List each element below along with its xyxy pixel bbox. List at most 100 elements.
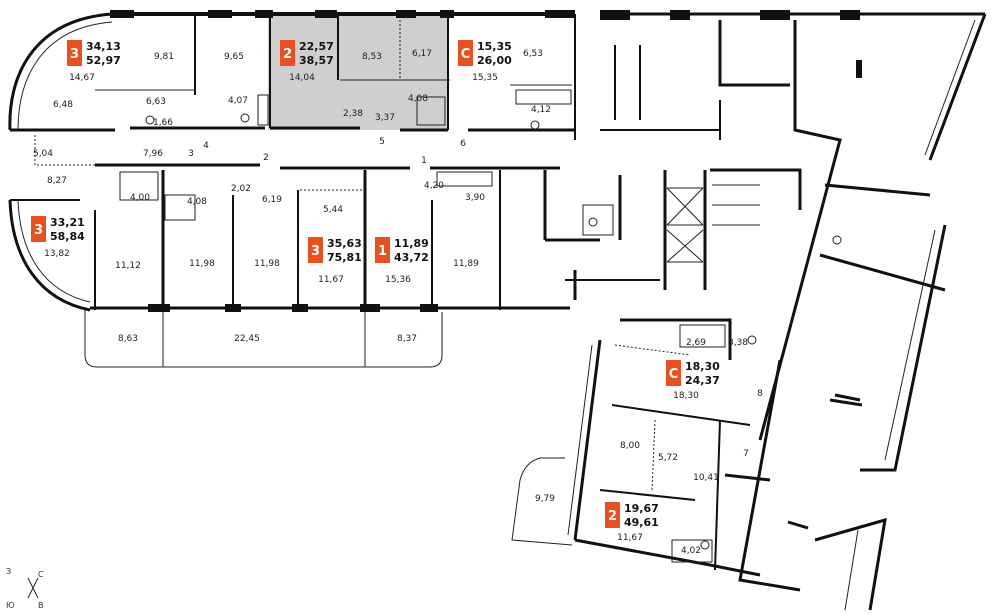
room-area-label: 15,36 <box>385 275 411 285</box>
room-area-label: 8,27 <box>47 176 67 186</box>
room-area-label: 5,04 <box>33 149 53 159</box>
highlighted-apartment <box>268 16 448 130</box>
room-area-label: 8,53 <box>362 52 382 62</box>
badge-room-count: 2 <box>608 509 617 524</box>
badge-total-area: 75,81 <box>327 251 362 264</box>
room-area-label: 4,12 <box>531 105 551 115</box>
badge-total-area: 26,00 <box>477 54 512 67</box>
badge-total-area: 52,97 <box>86 54 121 67</box>
badge-total-area: 24,37 <box>685 374 720 387</box>
badge-box <box>375 237 390 263</box>
badge-room-count: 2 <box>283 47 292 62</box>
room-area-label: 11,12 <box>115 261 141 271</box>
badge-living-area: 33,21 <box>50 216 85 229</box>
room-area-label: 4,20 <box>424 181 444 191</box>
fixtures <box>34 20 842 563</box>
room-area-label: 9,65 <box>224 52 244 62</box>
room-area-label: 6,19 <box>262 195 282 205</box>
badge-living-area: 11,89 <box>394 237 429 250</box>
badge-box <box>280 40 295 66</box>
room-area-label: 3,90 <box>465 193 485 203</box>
badge-box <box>308 237 323 263</box>
room-area-label: 8,00 <box>620 441 640 451</box>
door-number: 1 <box>421 156 427 166</box>
door-number: 8 <box>757 389 763 399</box>
door-number: 2 <box>263 153 269 163</box>
room-area-label: 11,98 <box>254 259 280 269</box>
compass-north: С <box>38 570 44 579</box>
room-area-label: 14,67 <box>69 73 95 83</box>
room-area-label: 13,82 <box>44 249 70 259</box>
room-area-label: 6,63 <box>146 97 166 107</box>
walls <box>8 10 987 611</box>
room-area-label: 4,08 <box>408 94 428 104</box>
room-area-label: 6,53 <box>523 49 543 59</box>
badge-box <box>31 216 46 242</box>
badge-total-area: 49,61 <box>624 516 659 529</box>
badge-room-count: С <box>461 47 471 62</box>
room-area-label: 9,81 <box>154 52 174 62</box>
badge-living-area: 35,63 <box>327 237 362 250</box>
room-area-label: 4,02 <box>681 546 701 556</box>
compass-west: З <box>6 567 11 576</box>
room-area-label: 4,08 <box>187 197 207 207</box>
room-area-label: 3,38 <box>728 338 748 348</box>
badge-total-area: 38,57 <box>299 54 334 67</box>
room-area-label: 11,89 <box>453 259 479 269</box>
badge-box <box>458 40 473 66</box>
badge-total-area: 58,84 <box>50 230 85 243</box>
room-area-label: 2,69 <box>686 338 706 348</box>
badge-box <box>605 502 620 528</box>
door-number: 4 <box>203 141 209 151</box>
badge-room-count: 3 <box>70 47 79 62</box>
room-area-label: 22,45 <box>234 334 260 344</box>
room-area-label: 2,02 <box>231 184 251 194</box>
badge-total-area: 43,72 <box>394 251 429 264</box>
badge-living-area: 34,13 <box>86 40 121 53</box>
room-area-label: 10,41 <box>693 473 719 483</box>
room-area-label: 9,79 <box>535 494 555 504</box>
badge-room-count: 3 <box>311 244 320 259</box>
compass: З С Ю В <box>6 567 44 610</box>
door-number: 3 <box>188 149 194 159</box>
door-number: 5 <box>379 137 385 147</box>
badge-living-area: 22,57 <box>299 40 334 53</box>
badge-living-area: 19,67 <box>624 502 659 515</box>
room-area-label: 6,48 <box>53 100 73 110</box>
room-area-label: 2,38 <box>343 109 363 119</box>
room-area-label: 8,63 <box>118 334 138 344</box>
room-area-label: 5,72 <box>658 453 678 463</box>
room-area-label: 1,66 <box>153 118 173 128</box>
room-area-label: 3,37 <box>375 113 395 123</box>
badge-room-count: 1 <box>378 244 387 259</box>
badge-box <box>666 360 681 386</box>
room-area-label: 11,67 <box>318 275 344 285</box>
room-area-label: 14,04 <box>289 73 315 83</box>
badge-box <box>67 40 82 66</box>
badge-living-area: 15,35 <box>477 40 512 53</box>
door-number: 6 <box>460 139 466 149</box>
room-area-label: 11,67 <box>617 533 643 543</box>
room-area-label: 4,00 <box>130 193 150 203</box>
room-area-label: 11,98 <box>189 259 215 269</box>
badge-room-count: С <box>669 367 679 382</box>
compass-east: В <box>38 601 44 610</box>
room-area-label: 5,44 <box>323 205 343 215</box>
badge-living-area: 18,30 <box>685 360 720 373</box>
room-area-label: 15,35 <box>472 73 498 83</box>
room-area-label: 6,17 <box>412 49 432 59</box>
compass-south: Ю <box>6 601 15 610</box>
room-area-labels: 14,67 9,81 9,65 14,04 8,53 6,17 15,35 6,53 6,48 6… <box>33 49 748 556</box>
room-area-label: 4,07 <box>228 96 248 106</box>
